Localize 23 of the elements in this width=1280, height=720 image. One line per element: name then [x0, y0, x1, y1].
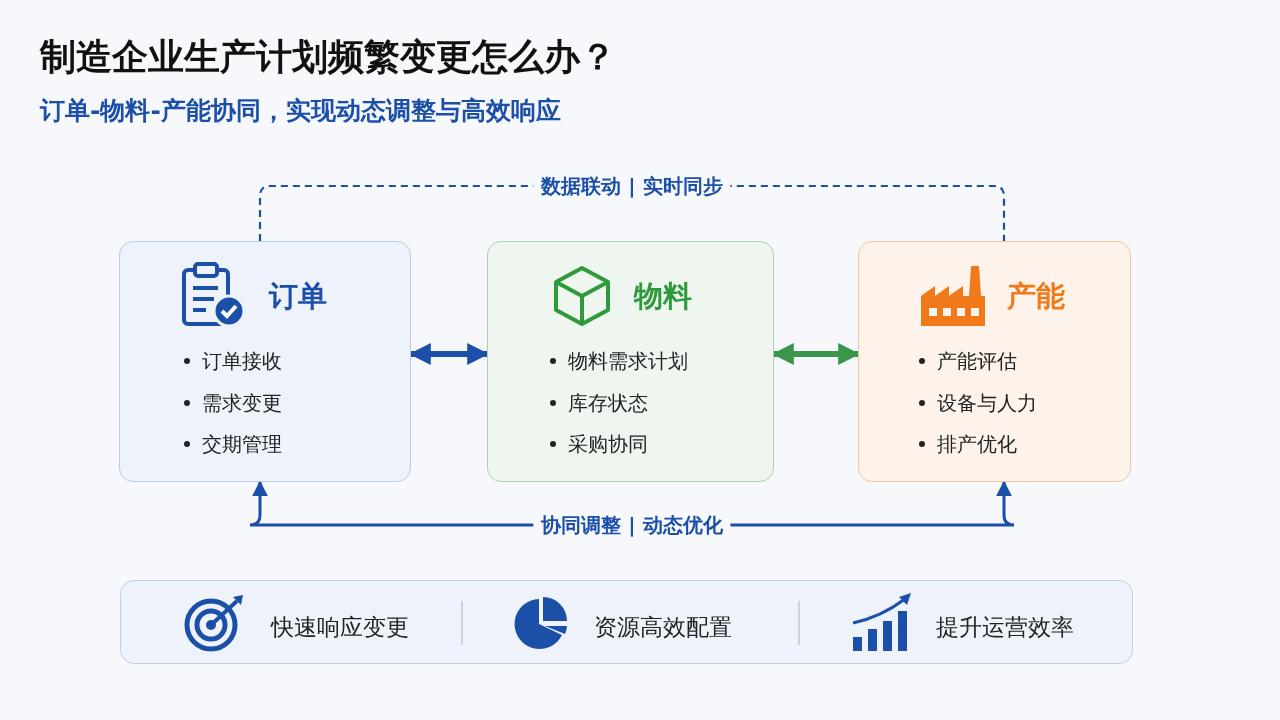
bullet-item: 交期管理 — [202, 432, 282, 456]
card — [487, 241, 774, 482]
bullet-item: 采购协同 — [568, 432, 648, 456]
benefit-text: 快速响应变更 — [271, 614, 409, 642]
benefit-text: 资源高效配置 — [594, 614, 732, 642]
benefit-text: 提升运营效率 — [936, 614, 1074, 642]
bullet-item: 库存状态 — [568, 391, 648, 415]
card — [858, 241, 1131, 482]
title: 制造企业生产计划频繁变更怎么办？ — [40, 35, 616, 79]
bullet-item: 物料需求计划 — [568, 349, 688, 373]
bullet-item: 产能评估 — [937, 349, 1017, 373]
card-heading: 物料 — [634, 278, 692, 314]
card-heading: 订单 — [269, 278, 327, 314]
subtitle: 订单-物料-产能协同，实现动态调整与高效响应 — [40, 95, 561, 127]
edge-label: 协同调整 | 动态优化 — [533, 512, 731, 538]
bullet-item: 排产优化 — [937, 432, 1017, 456]
benefit-panel — [120, 580, 1133, 664]
card-heading: 产能 — [1007, 278, 1065, 314]
edge-label: 数据联动 | 实时同步 — [533, 173, 731, 199]
card — [119, 241, 411, 482]
bullet-item: 订单接收 — [202, 349, 282, 373]
bullet-item: 设备与人力 — [937, 391, 1037, 415]
bullet-item: 需求变更 — [202, 391, 282, 415]
